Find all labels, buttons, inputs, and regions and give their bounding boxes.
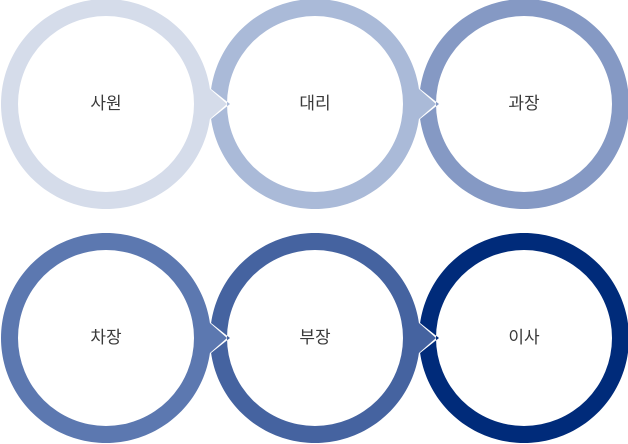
step-1-label: 사원 <box>90 94 121 114</box>
step-1: 사원 <box>1 0 227 209</box>
step-3-label: 과장 <box>508 94 540 114</box>
step-5: 부장 <box>211 233 436 443</box>
step-2: 대리 <box>211 0 436 209</box>
step-6: 이사 <box>420 233 628 443</box>
step-4-label: 차장 <box>90 328 122 348</box>
row-2: 이사 부장 차장 <box>1 233 628 443</box>
row-1: 과장 대리 사원 <box>1 0 628 209</box>
step-3: 과장 <box>420 0 628 209</box>
step-6-label: 이사 <box>508 328 540 348</box>
step-5-label: 부장 <box>299 328 331 348</box>
step-2-label: 대리 <box>299 94 330 114</box>
step-4: 차장 <box>1 233 227 443</box>
